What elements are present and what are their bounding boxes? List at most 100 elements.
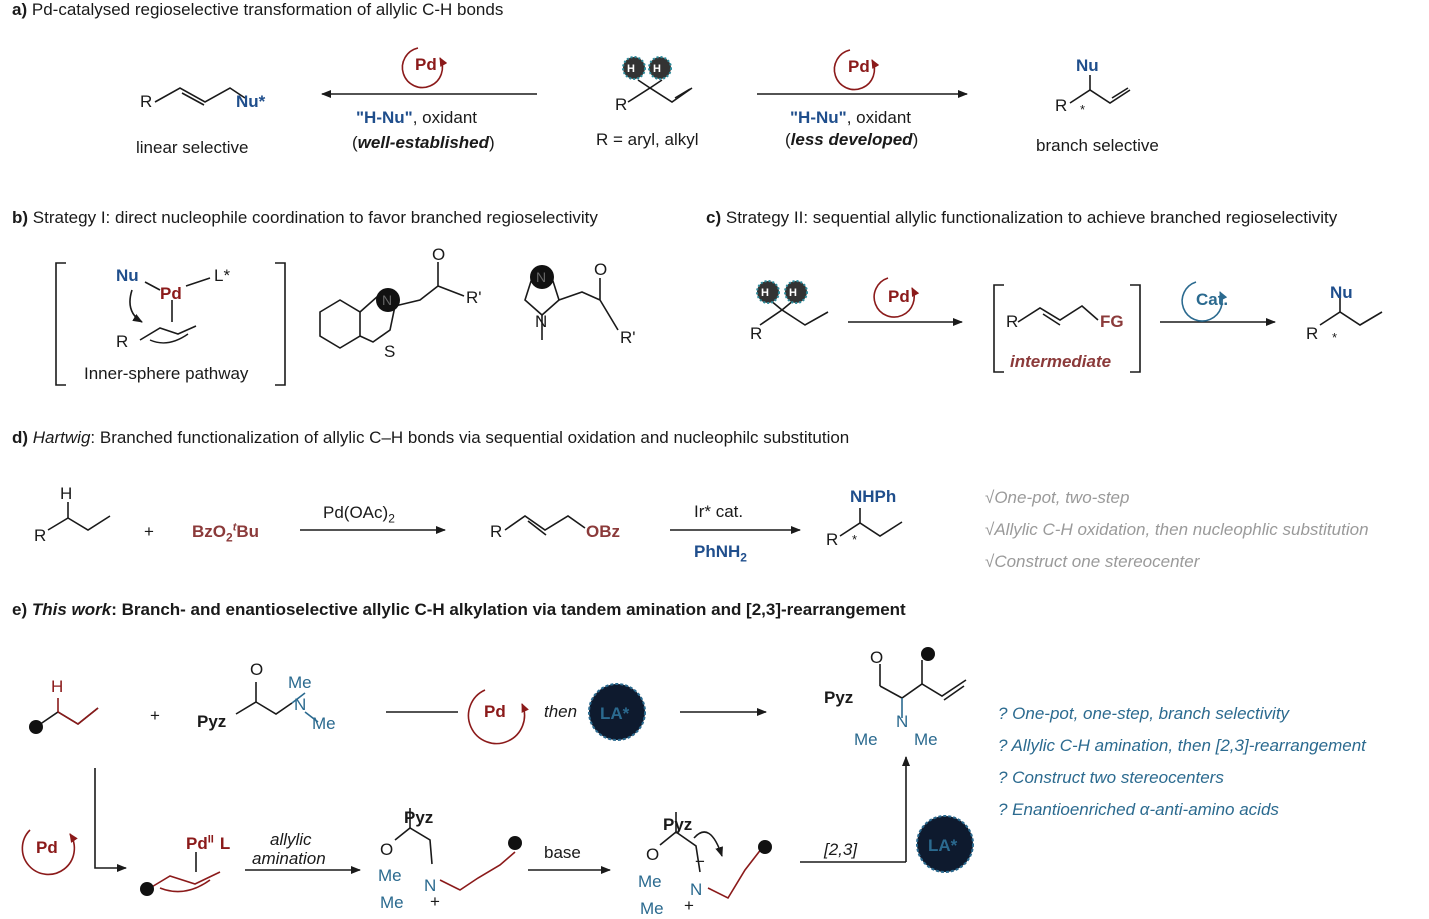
- e-pd: Pd: [484, 702, 506, 721]
- e-product-pyz: Pyz: [824, 688, 854, 707]
- mech-amine-plus: +: [430, 892, 440, 911]
- la-catalyst-circle: [588, 683, 646, 741]
- mech-amine-me1: Me: [378, 866, 402, 885]
- linear-product-skeleton: [154, 87, 246, 103]
- h-sphere: [622, 56, 646, 80]
- mech-step2: base: [544, 843, 581, 862]
- b-r1: R': [466, 288, 482, 307]
- b-s: S: [384, 342, 396, 361]
- e-reagent-me2: Me: [312, 714, 336, 733]
- d-amine: PhNH2: [694, 542, 747, 565]
- pd-cycle-e: [467, 689, 529, 745]
- panel-d-heading: d) Hartwig: Branched functionalization o…: [12, 428, 850, 447]
- coordinating-n-dot: [530, 265, 554, 289]
- b-n-imidazole: N: [536, 269, 547, 285]
- c-product-skeleton: [1319, 311, 1383, 326]
- mech-ylide-minus: −: [695, 852, 705, 871]
- e-then: then: [544, 702, 578, 721]
- mech-ylide-me2: Me: [640, 899, 664, 918]
- substituent-dot: [758, 840, 772, 854]
- d-bullet: √Allylic C-H oxidation, then nucleophlic…: [985, 520, 1369, 539]
- panel-e-heading: e) This work: Branch- and enantioselecti…: [12, 600, 906, 619]
- c-intermediate-label: intermediate: [1010, 352, 1112, 371]
- panel-a-heading: a) Pd-catalysed regioselective transform…: [12, 0, 504, 19]
- d-ir: Ir* cat.: [694, 502, 744, 521]
- mech-la: LA*: [928, 836, 958, 855]
- e-product-me2: Me: [914, 730, 938, 749]
- b-nu: Nu: [116, 266, 139, 285]
- mech-step1: amination: [252, 849, 326, 868]
- e-plus: +: [150, 706, 160, 725]
- mech-amine-pyz: Pyz: [404, 808, 434, 827]
- c-product-r: R: [1306, 324, 1319, 343]
- mech-amine-me2: Me: [380, 893, 404, 912]
- d-h: H: [60, 484, 73, 503]
- substituent-dot: [140, 882, 154, 896]
- right-note: (less developed): [785, 130, 919, 149]
- d-int-r: R: [490, 522, 503, 541]
- linear-caption: linear selective: [136, 138, 249, 157]
- left-note: (well-established): [352, 133, 495, 152]
- e-reagent-skeleton: [235, 701, 293, 715]
- c-intermediate-skeleton: [1017, 305, 1099, 323]
- coordinating-n-dot: [376, 288, 400, 312]
- mech-pd-cycle: Pd: [36, 838, 58, 857]
- mech-ylide-plus: +: [684, 896, 694, 915]
- e-bullet: ? Construct two stereocenters: [998, 768, 1224, 787]
- pi-allyl: [139, 325, 197, 341]
- d-intermediate-skeleton: [504, 515, 586, 531]
- c-r: R: [750, 324, 763, 343]
- h-sphere: [784, 280, 808, 304]
- la-catalyst-circle: [916, 815, 974, 873]
- d-r: R: [34, 526, 47, 545]
- pd-cycle-a2: [833, 49, 880, 91]
- h-sphere: [756, 280, 780, 304]
- mech-amine-o: O: [380, 840, 394, 859]
- h-atom: H: [761, 287, 769, 299]
- mech-ylide-o: O: [646, 845, 660, 864]
- benzothiazole-ring: [319, 299, 361, 349]
- mech-ylide-n: N: [690, 880, 703, 899]
- cat-cycle: [1181, 281, 1228, 322]
- d-oxidant: BzO2tBu: [192, 521, 260, 545]
- c-fg: FG: [1100, 312, 1124, 331]
- e-bullet: ? One-pot, one-step, branch selectivity: [998, 704, 1290, 723]
- c-substrate-skeleton: [759, 309, 829, 326]
- mech-step3: [2,3]: [824, 840, 858, 859]
- substituent-dot: [29, 720, 43, 734]
- d-obz: OBz: [586, 522, 620, 541]
- e-bullet: ? Allylic C-H amination, then [2,3]-rear…: [998, 736, 1366, 755]
- e-product-me1: Me: [854, 730, 878, 749]
- substituent-dot: [921, 647, 935, 661]
- c-bracket-left: [993, 284, 1004, 373]
- e-h: H: [51, 677, 64, 696]
- b-o2: O: [594, 260, 608, 279]
- b-o1: O: [432, 245, 446, 264]
- c-cat: Cat.: [1196, 290, 1229, 309]
- stereo-star: *: [1332, 330, 1338, 345]
- pd-label: Pd: [415, 55, 437, 74]
- bracket-right: [275, 262, 286, 386]
- mech-step1: allylic: [270, 830, 312, 849]
- b-r: R: [116, 332, 129, 351]
- pd-cycle-a1: [401, 47, 448, 89]
- b-r2: R': [620, 328, 636, 347]
- pd-label: Pd: [848, 57, 870, 76]
- d-nhph: NHPh: [850, 487, 897, 506]
- e-bullet: ? Enantioenriched α-anti-amino acids: [998, 800, 1279, 819]
- stereo-star: *: [1080, 102, 1086, 117]
- mech-ylide-pyz: Pyz: [663, 815, 693, 834]
- stereo-star: *: [852, 532, 858, 547]
- h-sphere: [648, 56, 672, 80]
- b-caption: Inner-sphere pathway: [84, 364, 249, 383]
- e-reagent-n: N: [294, 695, 307, 714]
- mech-arrow-down: [94, 768, 127, 872]
- h-atom: H: [627, 63, 635, 75]
- imidazole-ring: [524, 277, 560, 317]
- mech-amine-n: N: [424, 876, 437, 895]
- e-product-n: N: [896, 712, 909, 731]
- d-substrate-skeleton: [47, 515, 111, 531]
- left-reagent: "H-Nu", oxidant: [356, 108, 477, 127]
- e-product-o: O: [870, 648, 884, 667]
